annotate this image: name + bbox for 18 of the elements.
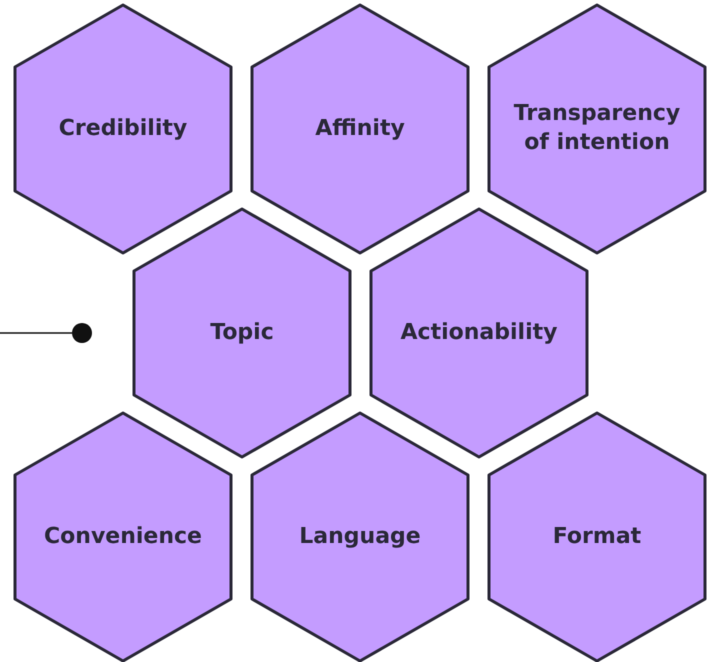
node-label: Transparency of intention xyxy=(514,100,680,157)
node-label: Format xyxy=(552,522,642,551)
hexagon xyxy=(487,411,707,662)
connector-line xyxy=(0,332,72,334)
dot xyxy=(72,323,92,343)
hexagon xyxy=(250,411,470,662)
node-label: Language xyxy=(299,522,421,551)
node-label: Actionability xyxy=(400,318,558,347)
node-label: Affinity xyxy=(315,114,405,143)
hexagon xyxy=(487,3,707,255)
hexagon xyxy=(250,3,470,255)
hexagon xyxy=(13,3,233,255)
hexagon xyxy=(13,411,233,662)
node-label: Convenience xyxy=(44,522,202,551)
node-label: Credibility xyxy=(58,114,188,143)
hexagon xyxy=(369,207,589,459)
hexagon xyxy=(132,207,352,459)
node-label: Topic xyxy=(210,318,274,347)
